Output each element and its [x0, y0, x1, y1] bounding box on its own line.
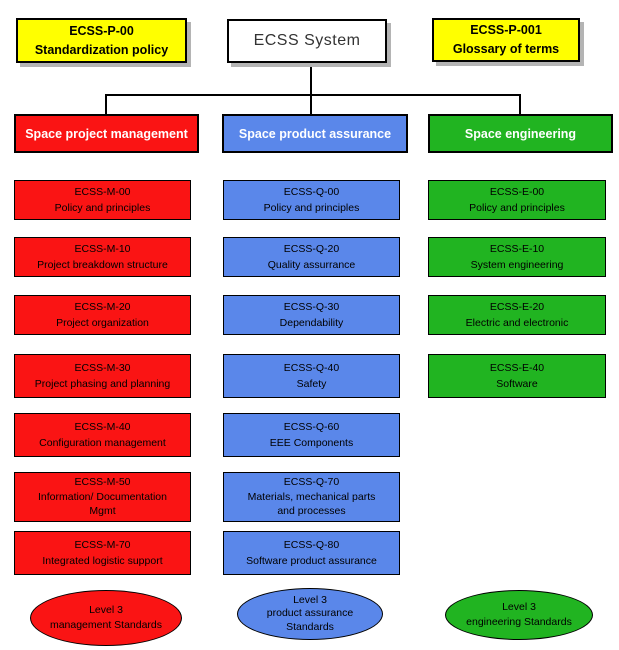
ecss-system-title: ECSS System — [253, 32, 361, 49]
header-label: Space engineering — [464, 126, 577, 141]
standard-box-ecss-m-70: ECSS-M-70 Integrated logistic support — [14, 531, 191, 575]
standard-label: Safety — [296, 378, 327, 390]
standard-label: Electric and electronic — [465, 317, 569, 329]
standardization-policy-code: ECSS-P-00 — [69, 23, 134, 38]
standard-code: ECSS-Q-70 — [283, 475, 340, 488]
standard-box-ecss-m-50: ECSS-M-50 Information/ Documentation Mgm… — [14, 472, 191, 522]
header-space-project-management: Space project management — [14, 114, 199, 153]
ellipse-line: product assurance — [266, 607, 354, 620]
level3-ellipse-product-assurance: Level 3 product assurance Standards — [237, 588, 383, 640]
glossary-label: Glossary of terms — [452, 42, 560, 56]
standard-box-ecss-e-00: ECSS-E-00 Policy and principles — [428, 180, 606, 220]
glossary-code: ECSS-P-001 — [470, 23, 542, 38]
standard-code: ECSS-M-10 — [74, 242, 131, 255]
standard-code: ECSS-Q-30 — [283, 300, 340, 313]
standard-code: ECSS-M-00 — [74, 185, 131, 198]
standard-box-ecss-q-20: ECSS-Q-20 Quality assurrance — [223, 237, 400, 277]
standard-label: Integrated logistic support — [42, 555, 163, 567]
ellipse-line: engineering Standards — [466, 616, 572, 628]
standard-code: ECSS-M-70 — [74, 538, 131, 551]
standard-label: System engineering — [470, 259, 564, 271]
header-space-product-assurance: Space product assurance — [222, 114, 408, 153]
standard-box-ecss-m-00: ECSS-M-00 Policy and principles — [14, 180, 191, 220]
glossary-of-terms-box: ECSS-P-001 Glossary of terms — [432, 18, 580, 62]
standard-code: ECSS-E-20 — [489, 300, 545, 313]
connector-stub-middle — [310, 94, 312, 115]
standard-label: Project phasing and planning — [34, 378, 171, 390]
standard-box-ecss-e-20: ECSS-E-20 Electric and electronic — [428, 295, 606, 335]
standard-box-ecss-q-30: ECSS-Q-30 Dependability — [223, 295, 400, 335]
standard-label: Project organization — [56, 317, 149, 329]
standard-code: ECSS-Q-60 — [283, 420, 340, 433]
standard-label: Policy and principles — [469, 202, 565, 214]
standardization-policy-label: Standardization policy — [34, 42, 169, 57]
standard-box-ecss-e-10: ECSS-E-10 System engineering — [428, 237, 606, 277]
standard-box-ecss-q-40: ECSS-Q-40 Safety — [223, 354, 400, 398]
standard-label: Configuration management — [39, 437, 166, 449]
standard-label: Policy and principles — [54, 202, 151, 214]
ellipse-line: Level 3 — [502, 600, 536, 613]
standard-label: Information/ Documentation — [38, 490, 167, 503]
connector-stub-right — [519, 94, 521, 115]
ecss-system-root-box: ECSS System — [227, 19, 387, 63]
header-space-engineering: Space engineering — [428, 114, 613, 153]
standard-label: Quality assurrance — [267, 259, 356, 271]
standardization-policy-box: ECSS-P-00 Standardization policy — [16, 18, 187, 63]
level3-ellipse-management: Level 3 management Standards — [30, 590, 182, 646]
standard-label: Policy and principles — [263, 202, 360, 214]
standard-code: ECSS-Q-00 — [283, 185, 340, 198]
standard-box-ecss-m-20: ECSS-M-20 Project organization — [14, 295, 191, 335]
standard-label: Materials, mechanical parts — [247, 490, 376, 503]
standard-code: ECSS-Q-20 — [283, 242, 340, 255]
standard-code: ECSS-E-00 — [489, 185, 545, 198]
standard-box-ecss-m-40: ECSS-M-40 Configuration management — [14, 413, 191, 457]
standard-label: Project breakdown structure — [37, 259, 168, 271]
standard-box-ecss-q-60: ECSS-Q-60 EEE Components — [223, 413, 400, 457]
standard-code: ECSS-E-10 — [489, 242, 545, 255]
standard-label-line2: and processes — [277, 505, 346, 518]
standard-box-ecss-m-30: ECSS-M-30 Project phasing and planning — [14, 354, 191, 398]
standard-code: ECSS-M-30 — [74, 361, 131, 374]
standard-label-line2: Mgmt — [89, 505, 116, 518]
standard-code: ECSS-E-40 — [489, 361, 545, 374]
connector-root-vertical — [310, 63, 312, 96]
standard-label: EEE Components — [269, 437, 354, 449]
standard-code: ECSS-M-50 — [74, 475, 131, 488]
standard-box-ecss-q-80: ECSS-Q-80 Software product assurance — [223, 531, 400, 575]
standard-label: Dependability — [279, 317, 344, 329]
connector-horizontal — [105, 94, 521, 96]
ellipse-line: Standards — [286, 620, 334, 633]
ellipse-line: management Standards — [49, 619, 163, 631]
standard-box-ecss-e-40: ECSS-E-40 Software — [428, 354, 606, 398]
standard-label: Software — [496, 378, 538, 390]
standard-code: ECSS-Q-80 — [283, 538, 340, 551]
ellipse-line: Level 3 — [89, 603, 123, 616]
ellipse-line: Level 3 — [293, 593, 327, 606]
header-label: Space product assurance — [238, 126, 392, 141]
standard-label: Software product assurance — [246, 555, 377, 567]
connector-stub-left — [105, 94, 107, 115]
standard-code: ECSS-M-20 — [74, 300, 131, 313]
standard-box-ecss-q-70: ECSS-Q-70 Materials, mechanical parts an… — [223, 472, 400, 522]
standard-code: ECSS-Q-40 — [283, 361, 340, 374]
standard-code: ECSS-M-40 — [74, 420, 131, 433]
standard-box-ecss-q-00: ECSS-Q-00 Policy and principles — [223, 180, 400, 220]
standard-box-ecss-m-10: ECSS-M-10 Project breakdown structure — [14, 237, 191, 277]
header-label: Space project management — [25, 126, 188, 141]
level3-ellipse-engineering: Level 3 engineering Standards — [445, 590, 593, 640]
